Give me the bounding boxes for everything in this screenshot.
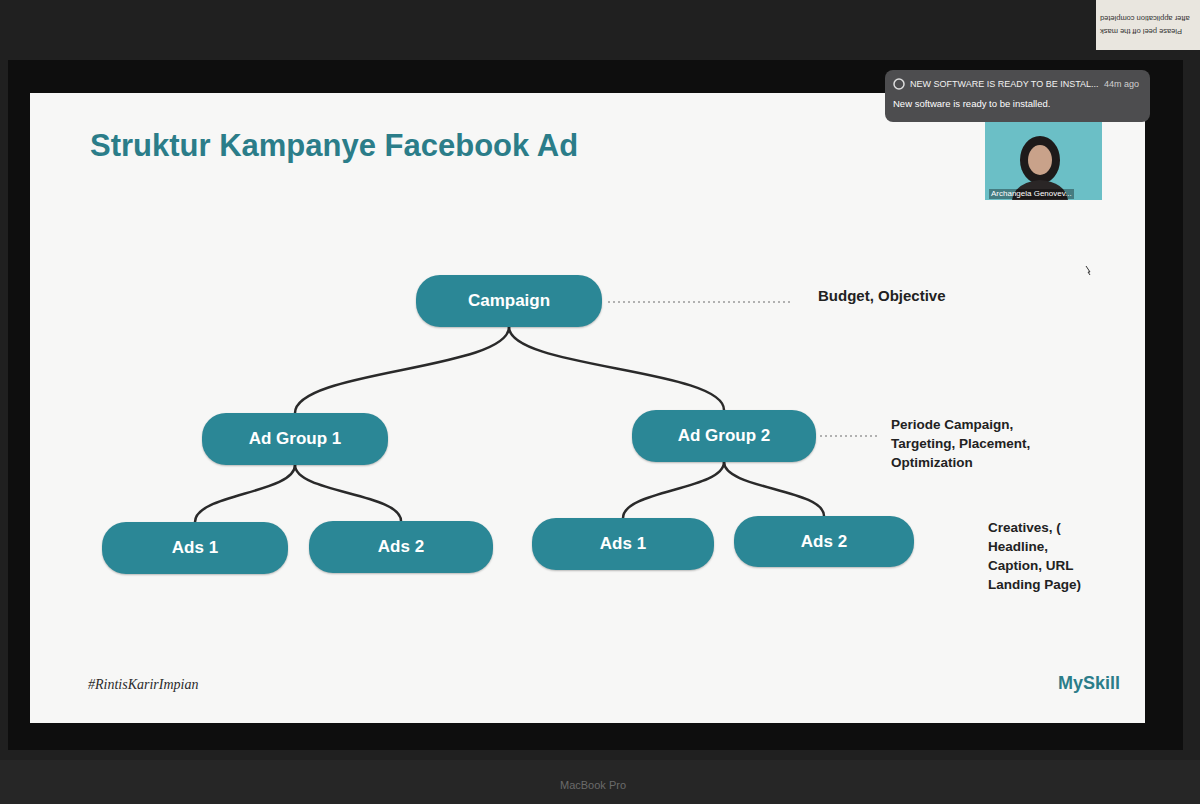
tree-connector bbox=[295, 327, 509, 413]
notification-title: NEW SOFTWARE IS READY TO BE INSTAL... bbox=[910, 79, 1099, 90]
mouse-cursor bbox=[1086, 266, 1090, 275]
person-hair bbox=[1020, 136, 1060, 184]
ad-group-pill: Ad Group 1 bbox=[202, 413, 388, 465]
node-label: Ad Group 1 bbox=[249, 429, 342, 449]
ad-pill: Ads 1 bbox=[532, 518, 714, 570]
node-label: Campaign bbox=[468, 291, 550, 311]
leader-line bbox=[820, 435, 880, 437]
ad-pill: Ads 2 bbox=[734, 516, 914, 567]
campaign-pill: Campaign bbox=[416, 275, 602, 327]
slide bbox=[30, 93, 1145, 723]
node-label: Ad Group 2 bbox=[678, 426, 771, 446]
ad-pill: Ads 2 bbox=[309, 521, 493, 573]
node-label: Ads 1 bbox=[600, 534, 646, 554]
hashtag: #RintisKarirImpian bbox=[88, 676, 198, 694]
participant-name: Archangela Genovev... bbox=[989, 189, 1074, 199]
node-label: Ads 2 bbox=[378, 537, 424, 557]
ad-pill: Ads 1 bbox=[102, 522, 288, 574]
node-label: Ads 1 bbox=[172, 538, 218, 558]
notification-panel bbox=[885, 70, 1150, 122]
slide-title: Struktur Kampanye Facebook Ad bbox=[90, 128, 578, 164]
sticker-text: Please peel off the mask bbox=[1100, 27, 1182, 36]
level-note: Creatives, ( Headline, Caption, URL Land… bbox=[988, 518, 1088, 594]
ad-group-pill: Ad Group 2 bbox=[632, 410, 816, 462]
notification-time: 44m ago bbox=[1104, 79, 1139, 90]
level-note: Periode Campaign, Targeting, Placement, … bbox=[891, 415, 1051, 472]
person-face bbox=[1028, 145, 1052, 175]
tree-connector bbox=[509, 327, 724, 410]
node-label: Ads 2 bbox=[801, 532, 847, 552]
sticker-text: after application completed bbox=[1100, 14, 1190, 23]
brand-logo: MySkill bbox=[1058, 672, 1120, 695]
tree-connector bbox=[295, 465, 401, 521]
level-note: Budget, Objective bbox=[818, 287, 946, 306]
sticker bbox=[1096, 0, 1200, 50]
tree-connector bbox=[195, 465, 295, 522]
tree-connector bbox=[623, 462, 724, 518]
leader-line bbox=[608, 301, 790, 303]
device-label: MacBook Pro bbox=[560, 779, 626, 793]
tree-connector bbox=[724, 462, 824, 516]
notification-icon bbox=[894, 79, 904, 89]
notification-body: New software is ready to be installed. bbox=[893, 98, 1050, 110]
